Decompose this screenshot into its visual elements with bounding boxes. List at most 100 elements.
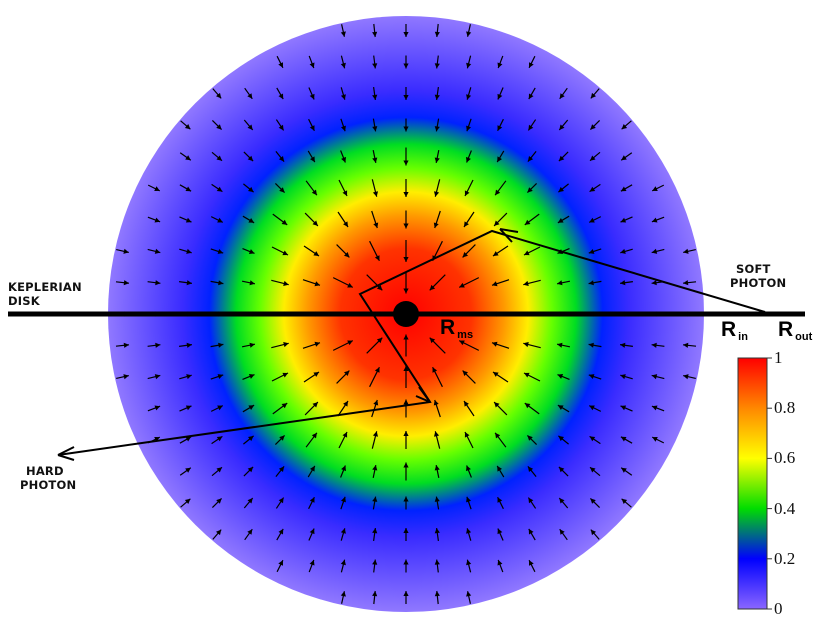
velocity-arrow-head bbox=[217, 405, 223, 411]
velocity-arrow-head bbox=[651, 405, 658, 411]
velocity-arrow-head bbox=[340, 591, 346, 597]
velocity-arrow-head bbox=[217, 374, 224, 379]
velocity-arrow-head bbox=[466, 465, 471, 472]
velocity-arrow-head bbox=[217, 217, 223, 223]
velocity-arrow-head bbox=[495, 189, 501, 196]
velocity-arrow-head bbox=[494, 220, 500, 226]
velocity-arrow-head bbox=[186, 374, 192, 380]
velocity-arrow-head bbox=[403, 334, 409, 340]
velocity-arrow-head bbox=[216, 155, 222, 161]
photon-arrow-head-middle bbox=[415, 386, 431, 403]
velocity-arrow-head bbox=[372, 191, 378, 197]
velocity-arrow-head bbox=[683, 280, 689, 286]
velocity-arrow-head bbox=[217, 249, 224, 254]
velocity-arrow-head bbox=[495, 432, 501, 439]
velocity-arrow-head bbox=[589, 436, 596, 442]
velocity-arrow-head bbox=[524, 250, 530, 256]
velocity-arrow-head bbox=[497, 559, 503, 566]
velocity-arrow-head bbox=[372, 559, 378, 565]
velocity-arrow-head bbox=[497, 465, 502, 472]
velocity-arrow-head bbox=[248, 249, 255, 254]
velocity-arrow-head bbox=[247, 93, 253, 99]
velocity-arrow-head bbox=[372, 157, 378, 163]
velocity-arrow-head bbox=[620, 405, 627, 411]
velocity-arrow-head bbox=[403, 366, 409, 371]
velocity-arrow-head bbox=[403, 462, 409, 468]
velocity-arrow-head bbox=[683, 248, 689, 254]
velocity-arrow-head bbox=[557, 342, 563, 348]
velocity-arrow-head bbox=[216, 92, 222, 99]
velocity-arrow-head bbox=[559, 93, 565, 99]
velocity-arrow-head bbox=[342, 190, 348, 196]
velocity-arrow-head bbox=[341, 125, 346, 132]
velocity-arrow-head bbox=[248, 435, 254, 442]
velocity-arrow-head bbox=[372, 126, 378, 132]
r-in-main: R bbox=[721, 318, 737, 341]
velocity-arrow-head bbox=[557, 218, 564, 223]
velocity-arrow-head bbox=[312, 402, 318, 408]
colorbar-tick-label: 0.2 bbox=[774, 548, 796, 568]
r-in-sub: in bbox=[738, 331, 748, 343]
velocity-arrow-head bbox=[249, 280, 255, 286]
velocity-arrow-head bbox=[652, 186, 658, 191]
velocity-arrow-head bbox=[589, 405, 595, 411]
keplerian-label-line2: DISK bbox=[8, 294, 40, 308]
velocity-arrow-head bbox=[278, 124, 284, 131]
velocity-arrow-head bbox=[340, 559, 346, 566]
velocity-arrow-head bbox=[247, 155, 254, 162]
velocity-arrow-head bbox=[497, 497, 503, 503]
velocity-arrow-head bbox=[372, 496, 378, 502]
velocity-arrow-head bbox=[185, 155, 191, 161]
velocity-arrow-head bbox=[683, 342, 689, 348]
keplerian-disk-label: KEPLERIAN DISK bbox=[8, 280, 82, 308]
velocity-arrow-head bbox=[651, 280, 657, 286]
velocity-arrow-head bbox=[343, 401, 348, 407]
velocity-arrow-head bbox=[466, 31, 472, 37]
velocity-arrow-head bbox=[588, 280, 594, 286]
velocity-arrow-head bbox=[403, 591, 409, 596]
velocity-arrow-head bbox=[154, 374, 161, 380]
velocity-arrow-head bbox=[528, 497, 534, 504]
velocity-arrow-head bbox=[372, 591, 378, 597]
velocity-arrow-head bbox=[651, 342, 657, 348]
velocity-arrow-head bbox=[248, 218, 255, 223]
velocity-arrow-head bbox=[403, 528, 409, 533]
velocity-arrow-head bbox=[588, 342, 594, 348]
velocity-arrow-head bbox=[123, 342, 129, 348]
velocity-arrow-head bbox=[459, 340, 465, 346]
velocity-arrow-head bbox=[347, 340, 353, 346]
velocity-arrow-head bbox=[279, 435, 285, 441]
velocity-arrow-head bbox=[434, 94, 440, 100]
velocity-arrow-head bbox=[247, 466, 254, 473]
velocity-arrow-head bbox=[248, 405, 255, 410]
velocity-arrow-head bbox=[464, 190, 470, 196]
velocity-arrow-head bbox=[278, 560, 283, 566]
velocity-arrow-head bbox=[462, 370, 468, 376]
velocity-arrow-head bbox=[433, 222, 439, 228]
hard-label-line1: HARD bbox=[26, 464, 64, 478]
velocity-arrow-head bbox=[123, 280, 129, 286]
velocity-arrow-head bbox=[459, 282, 465, 288]
velocity-arrow-head bbox=[434, 431, 440, 437]
velocity-arrow-head bbox=[434, 126, 440, 132]
velocity-arrow-head bbox=[341, 465, 346, 472]
velocity-arrow-head bbox=[313, 251, 319, 256]
velocity-arrow-head bbox=[588, 374, 595, 379]
velocity-arrow-head bbox=[524, 372, 530, 378]
velocity-arrow-head bbox=[154, 248, 161, 254]
velocity-arrow-head bbox=[185, 436, 192, 442]
velocity-arrow-head bbox=[557, 374, 564, 379]
velocity-arrow-head bbox=[493, 251, 499, 256]
hard-photon-label: HARD PHOTON bbox=[20, 464, 76, 492]
velocity-arrow-head bbox=[497, 125, 503, 131]
velocity-arrow-head bbox=[278, 93, 284, 100]
velocity-arrow-head bbox=[493, 372, 499, 377]
velocity-arrow-head bbox=[403, 32, 409, 37]
velocity-arrow-head bbox=[309, 125, 315, 131]
velocity-arrow-head bbox=[311, 189, 317, 196]
velocity-arrow-head bbox=[528, 528, 534, 535]
velocity-arrow-head bbox=[558, 466, 565, 473]
r-out-sub: out bbox=[795, 331, 813, 343]
